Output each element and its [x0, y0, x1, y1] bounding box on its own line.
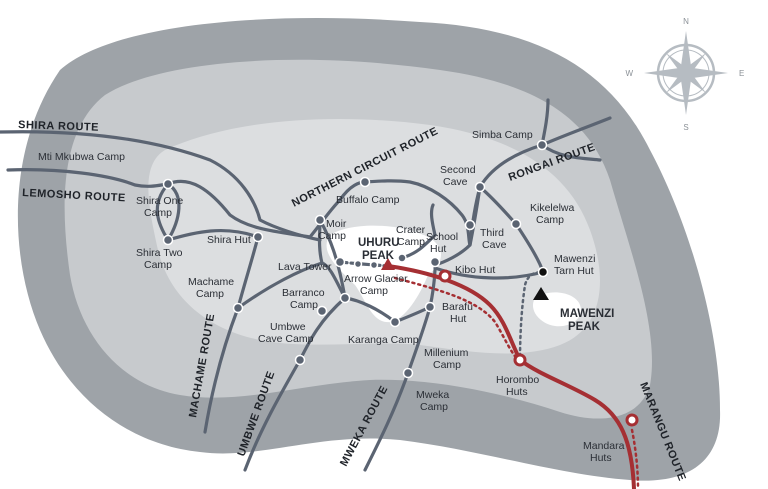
arrow-glacier-camp-marker[interactable] [339, 292, 351, 304]
lava-tower-label: Lava Tower [278, 261, 332, 273]
lava-dash-marker[interactable] [353, 259, 363, 269]
peak-labels: UHURU PEAK MAWENZI PEAK [358, 237, 618, 333]
karanga-camp-label: Karanga Camp [348, 334, 419, 346]
kibo-hut-marker[interactable] [438, 269, 452, 283]
uhuru-peak-marker[interactable] [381, 258, 395, 270]
mawenzi-dotted-path [518, 270, 545, 364]
shira-one-camp-marker[interactable] [162, 178, 174, 190]
shira-two-camp-marker[interactable] [162, 234, 174, 246]
mawenzi-tarn-hut-marker[interactable] [537, 266, 549, 278]
shira-two-link-line [166, 228, 260, 242]
karanga-camp-marker[interactable] [389, 316, 401, 328]
summit-zone [326, 225, 442, 323]
barranco-camp-marker[interactable] [316, 305, 328, 317]
third-cave-marker[interactable] [464, 219, 476, 231]
shira-route-line [0, 130, 322, 242]
lemosho-route-line [6, 168, 170, 188]
trail-network [0, 98, 612, 472]
horombo-huts-marker[interactable] [513, 353, 527, 367]
shira-route-label: SHIRA ROUTE [18, 119, 99, 134]
mandara-huts-marker[interactable] [625, 413, 639, 427]
third-cave-link-line [433, 185, 482, 267]
buffalo-camp-label: Buffalo Camp [336, 194, 400, 206]
kikelelwa-camp-marker[interactable] [510, 218, 522, 230]
camp-markers [162, 139, 639, 427]
mawenzi-summit-zone [532, 292, 581, 327]
crater-camp-marker[interactable] [397, 253, 407, 263]
millenium-camp-marker[interactable] [402, 367, 414, 379]
compass-e-label: E [739, 69, 744, 78]
machame-route-line [203, 235, 260, 434]
rongai-route-line [540, 143, 602, 162]
compass-s-label: S [683, 123, 688, 132]
mweka-route-line [363, 268, 437, 472]
uhuru-peak-label: UHURU PEAK [358, 237, 403, 262]
marangu-lower-dotted-line [630, 428, 640, 489]
school-hut-marker[interactable] [429, 256, 441, 268]
northern-circuit-line [166, 116, 612, 247]
kibo-hut-label: Kibo Hut [455, 264, 495, 276]
compass-rose: N S E W [625, 17, 744, 132]
umbwe-cave-camp-marker[interactable] [294, 354, 306, 366]
compass-w-label: W [625, 69, 633, 78]
lava-dash-marker-2[interactable] [369, 260, 379, 270]
second-cave-marker[interactable] [474, 181, 486, 193]
mawenzi-peak-marker[interactable] [533, 287, 549, 300]
shira-hut-label: Shira Hut [207, 234, 251, 246]
marangu-alt-dotted-line [393, 276, 522, 364]
moir-camp-marker[interactable] [314, 214, 326, 226]
compass-n-label: N [683, 17, 689, 26]
machame-camp-marker[interactable] [232, 302, 244, 314]
barafu-hut-marker[interactable] [424, 301, 436, 313]
mti-mkubwa-camp-label: Mti Mkubwa Camp [38, 151, 125, 163]
shira-hut-marker[interactable] [252, 231, 264, 243]
mawenzi-peak-label: MAWENZI PEAK [560, 308, 618, 333]
buffalo-camp-marker[interactable] [359, 176, 371, 188]
lemosho-route-label: LEMOSHO ROUTE [22, 187, 126, 204]
simba-camp-marker[interactable] [536, 139, 548, 151]
simba-camp-label: Simba Camp [472, 129, 533, 141]
crater-school-line [400, 203, 437, 260]
lava-tower-marker[interactable] [334, 256, 346, 268]
